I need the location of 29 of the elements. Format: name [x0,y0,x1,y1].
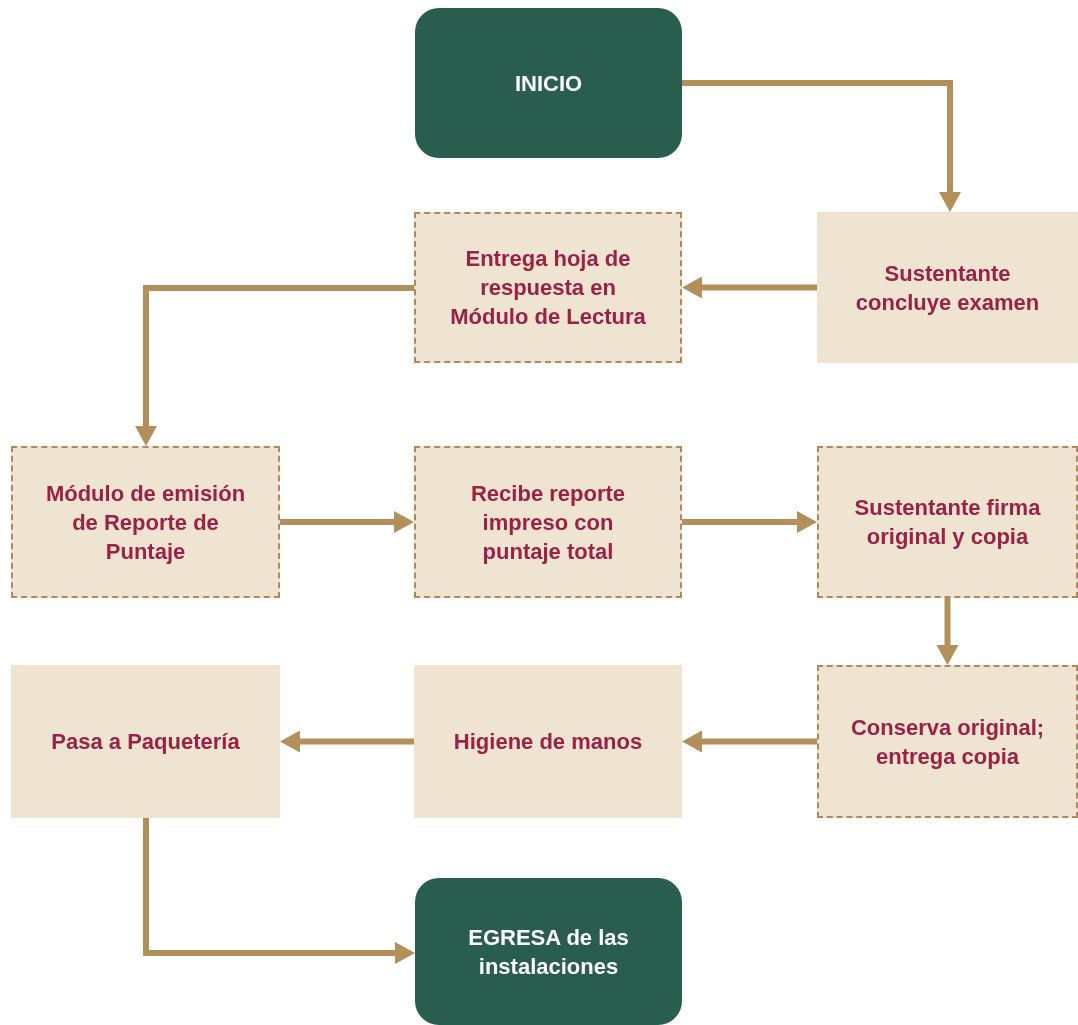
process-box [11,665,280,818]
terminal-box [415,8,682,158]
step-label: INICIO [514,69,583,98]
step-label: Higiene de manos [453,728,643,756]
step-label: Sustentante firma original y copia [853,494,1042,551]
arrow [135,285,414,446]
step-label: Sustentante concluye examen [854,259,1041,317]
arrow [143,818,415,964]
arrow [682,80,961,212]
terminal-box [415,878,682,1025]
process-box [817,212,1078,363]
step-label: Conserva original; entrega copia [849,713,1046,771]
arrow [280,730,414,753]
process-box [414,446,682,598]
step-label: Entrega hoja de respuesta en Módulo de Lectura [449,245,647,331]
arrow [280,511,414,533]
step-label: Pasa a Paquetería [51,728,240,756]
arrow [682,511,817,533]
step-label: EGRESA de las instalaciones [467,923,630,981]
process-box [414,212,682,363]
process-box [817,446,1078,598]
process-box [11,446,280,598]
arrow [936,598,959,665]
process-box [414,665,682,818]
step-label: Módulo de emisión de Reporte de Puntaje [44,479,247,566]
arrow [682,276,817,299]
arrow [682,730,817,753]
process-box [817,665,1078,818]
step-label: Recibe reporte impreso con puntaje total [469,479,627,566]
